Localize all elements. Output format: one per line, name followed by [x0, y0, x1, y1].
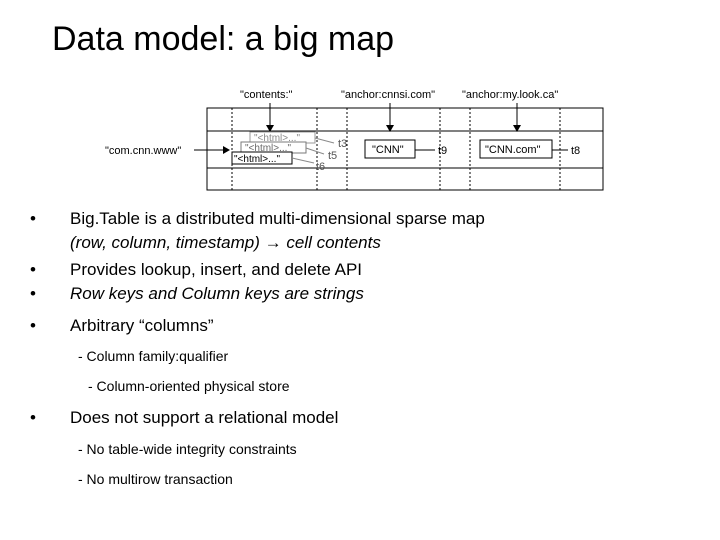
- bullet-dot: •: [30, 284, 36, 303]
- timestamp-t3: t3: [338, 138, 347, 150]
- bigtable-map-diagram: "contents:" "anchor:cnnsi.com" "anchor:m…: [105, 89, 604, 191]
- sub-item-multirow: - No multirow transaction: [78, 471, 233, 487]
- mylook-cell-value: "CNN.com": [485, 144, 541, 156]
- sub-item-integrity: - No table-wide integrity constraints: [78, 441, 297, 457]
- mylook-timestamp: t8: [571, 145, 580, 157]
- contents-timestamp-lines: [291, 137, 335, 164]
- contents-version-t6: "<html>...": [234, 154, 280, 165]
- bullet-text: Does not support a relational model: [70, 408, 339, 427]
- cnnsi-cell-box: [364, 139, 416, 159]
- sub-item-column-family: - Column family:qualifier: [78, 348, 229, 364]
- row-arrow: [194, 146, 230, 154]
- bullet-dot: •: [30, 209, 36, 228]
- bullet-text: Big.Table is a distributed multi-dimensi…: [70, 209, 485, 228]
- bullet-text-line2: (row, column, timestamp) → cell contents: [70, 231, 381, 255]
- bullet-text-line2-prefix: (row, column, timestamp): [70, 233, 265, 252]
- column-header-anchor-mylook: "anchor:my.look.ca": [462, 89, 558, 101]
- column-header-anchor-cnnsi: "anchor:cnnsi.com": [341, 89, 435, 101]
- sub-item-column-oriented: - Column-oriented physical store: [88, 378, 290, 394]
- contents-version-stack: "<html>..." "<html>..." "<html>...": [231, 131, 316, 165]
- slide-title: Data model: a big map: [52, 20, 395, 58]
- timestamp-t3-letter: t3: [338, 138, 347, 150]
- bullet-text: Arbitrary “columns”: [70, 316, 214, 335]
- cnnsi-timestamp: t9: [438, 145, 447, 157]
- arrow-icon: →: [264, 233, 282, 252]
- column-header-contents: "contents:": [240, 89, 293, 101]
- bullet-text: Provides lookup, insert, and delete API: [70, 260, 363, 279]
- bullet-text: Row keys and Column keys are strings: [70, 284, 364, 303]
- contents-version-t3: "<html>...": [254, 133, 300, 144]
- timestamp-t5: t5: [328, 150, 337, 162]
- bullet-text-line2-suffix: cell contents: [281, 233, 381, 252]
- bullet-dot: •: [30, 316, 36, 335]
- timestamp-t5-letter: t5: [328, 150, 337, 162]
- mylook-cell-box: [479, 139, 553, 159]
- column-arrows: [266, 103, 521, 132]
- cnnsi-cell-value: "CNN": [372, 144, 404, 156]
- timestamp-t6-letter: t6: [316, 161, 325, 173]
- map-table-grid: [206, 107, 604, 191]
- bullet-dot: •: [30, 260, 36, 279]
- bullet-dot: •: [30, 408, 36, 427]
- timestamp-t6: t6: [316, 161, 325, 173]
- contents-version-t5: "<html>...": [245, 143, 291, 154]
- row-key-label: "com.cnn.www": [105, 145, 181, 157]
